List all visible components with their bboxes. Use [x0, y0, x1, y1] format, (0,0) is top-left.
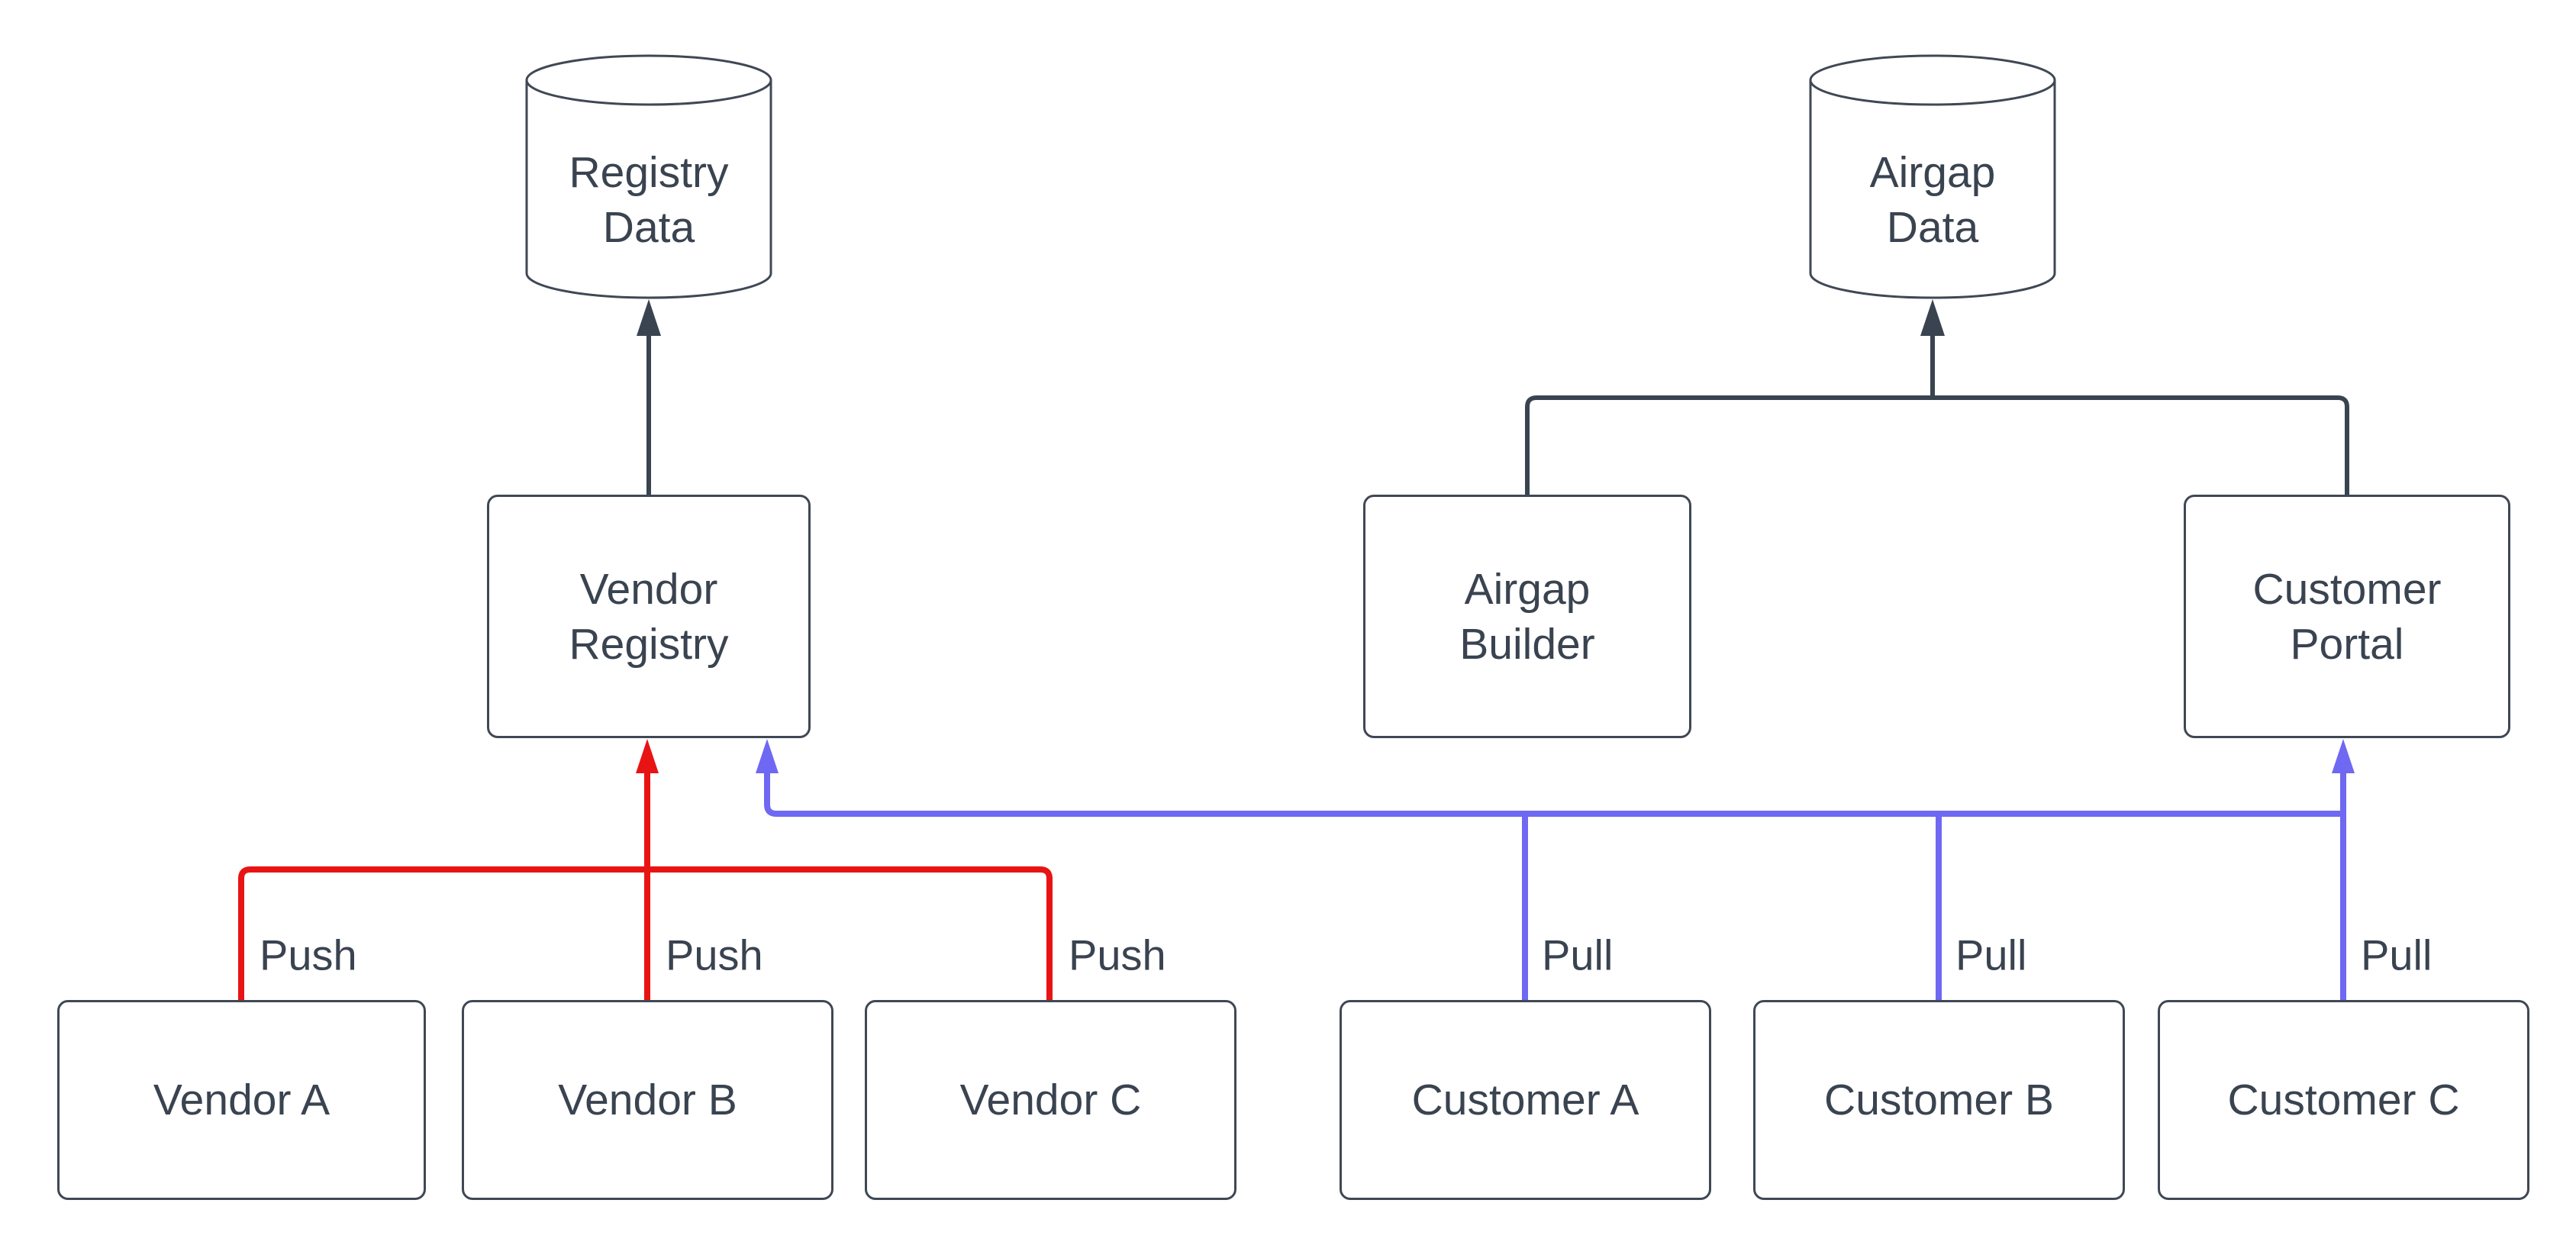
edge-label-push-vendor-a: Push — [260, 931, 357, 979]
edge-label-push-vendor-c: Push — [1069, 931, 1166, 979]
node-customer-a: Customer A — [1340, 1000, 1711, 1200]
registry-data-cylinder — [525, 54, 772, 299]
vendor-registry-label-line1: Vendor — [579, 564, 718, 614]
airgap-builder-label-line1: Airgap — [1464, 564, 1591, 614]
vendor-registry-label-line2: Registry — [569, 619, 729, 669]
customer-c-label: Customer C — [2227, 1076, 2460, 1124]
registry-data-label-line2: Data — [602, 203, 695, 252]
pull-connectors — [756, 739, 2355, 1000]
vendor-registry-label: Vendor Registry — [569, 562, 728, 672]
node-customer-b: Customer B — [1753, 1000, 2125, 1200]
node-vendor-registry: Vendor Registry — [487, 495, 811, 738]
push-connectors — [238, 739, 1053, 1000]
registry-data-label: Registry Data — [569, 145, 728, 255]
node-vendor-c: Vendor C — [865, 1000, 1236, 1200]
edge-label-pull-customer-c: Pull — [2361, 931, 2433, 979]
customer-b-label: Customer B — [1824, 1076, 2054, 1124]
node-airgap-builder: Airgap Builder — [1363, 495, 1691, 738]
vendor-b-label: Vendor B — [558, 1076, 737, 1124]
registry-data-label-line1: Registry — [569, 148, 729, 197]
airgap-data-label: Airgap Data — [1870, 145, 1996, 255]
edge-label-push-vendor-b: Push — [666, 931, 763, 979]
node-vendor-b: Vendor B — [462, 1000, 833, 1200]
node-vendor-a: Vendor A — [57, 1000, 426, 1200]
airgap-data-label-line2: Data — [1886, 203, 1979, 252]
node-customer-portal: Customer Portal — [2184, 495, 2510, 738]
airgap-builder-label-line2: Builder — [1459, 619, 1595, 669]
airgap-data-label-line1: Airgap — [1869, 148, 1996, 197]
node-customer-c: Customer C — [2158, 1000, 2529, 1200]
vendor-c-label: Vendor C — [959, 1076, 1142, 1124]
vendor-registry-to-registry-data-arrow — [637, 299, 661, 495]
edge-label-pull-customer-a: Pull — [1542, 931, 1614, 979]
airgap-builder-label: Airgap Builder — [1459, 562, 1594, 672]
customer-portal-label: Customer Portal — [2252, 562, 2441, 672]
customer-a-label: Customer A — [1411, 1076, 1639, 1124]
edge-label-pull-customer-b: Pull — [1955, 931, 2027, 979]
customer-portal-label-line2: Portal — [2290, 619, 2404, 669]
customer-portal-label-line1: Customer — [2252, 564, 2442, 614]
builder-portal-to-airgap-data-arrow — [1525, 299, 2349, 495]
airgap-data-cylinder — [1809, 54, 2056, 299]
vendor-a-label: Vendor A — [153, 1076, 330, 1124]
